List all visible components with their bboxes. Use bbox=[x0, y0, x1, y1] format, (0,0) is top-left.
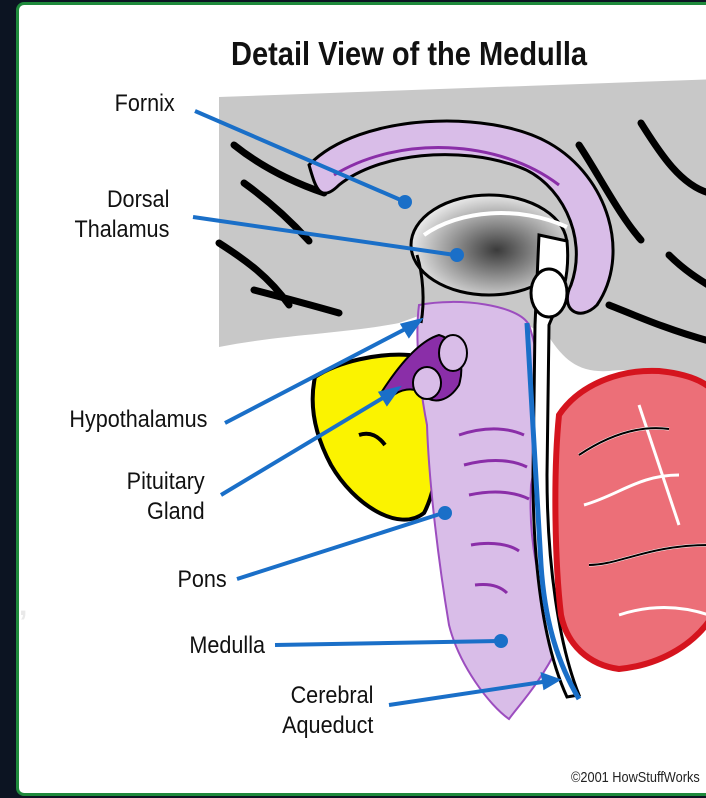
cerebellum bbox=[555, 371, 706, 669]
label-dorsal-thalamus: Dorsal Thalamus bbox=[74, 185, 169, 245]
label-fornix: Fornix bbox=[115, 89, 175, 119]
diagram-title: Detail View of the Medulla bbox=[231, 35, 587, 73]
copyright-credit: ©2001 HowStuffWorks bbox=[571, 769, 700, 786]
pons-pointer bbox=[237, 513, 443, 579]
medulla-diagram bbox=[19, 5, 706, 796]
label-cerebral-aqueduct: Cerebral Aqueduct bbox=[282, 681, 373, 741]
pituitary-body bbox=[413, 367, 441, 399]
label-hypothalamus: Hypothalamus bbox=[69, 405, 207, 435]
diagram-frame: , bbox=[16, 2, 706, 796]
label-medulla: Medulla bbox=[189, 631, 265, 661]
label-pituitary-gland: Pituitary Gland bbox=[127, 467, 205, 527]
label-pons: Pons bbox=[178, 565, 227, 595]
